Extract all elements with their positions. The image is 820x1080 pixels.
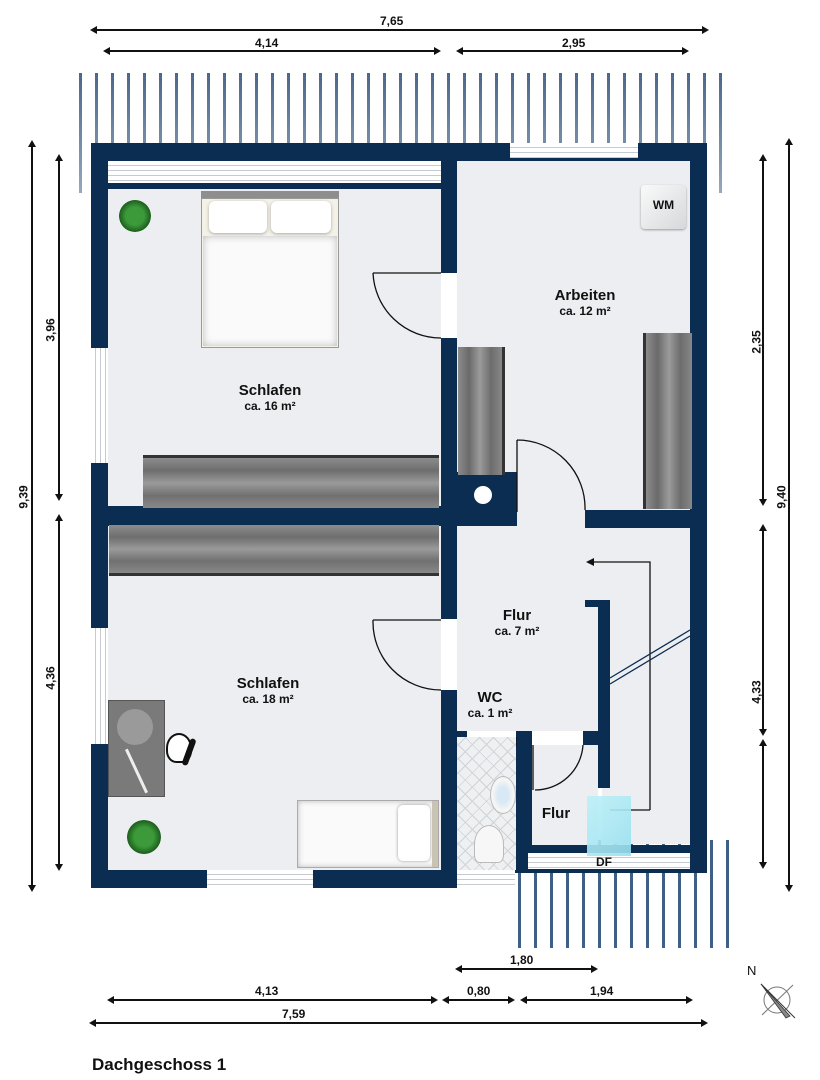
dimension-label: 1,80 [510,953,534,967]
dimension-label: 2,95 [562,36,586,50]
plant-icon [119,200,151,232]
room-area: ca. 7 m² [494,624,540,638]
room-area: ca. 12 m² [559,304,611,318]
washing-machine-label: WM [652,198,675,212]
dimension-label: 1,94 [590,984,614,998]
room-schlafen-16: Schlafen ca. 16 m² [190,382,350,413]
room-flur: Flur ca. 7 m² [437,607,597,638]
double-bed [201,191,339,348]
room-name: Flur [541,805,571,822]
roof-window-label: DF [596,855,612,869]
roof-window [587,796,631,856]
wardrobe [143,455,439,508]
plant-icon [127,820,161,854]
room-area: ca. 16 m² [244,399,296,413]
room-name: Schlafen [236,675,300,692]
floor-title: Dachgeschoss 1 [92,1055,227,1074]
room-name: Flur [502,607,532,624]
dimension-label: 4,13 [255,984,279,998]
single-bed [297,800,439,868]
dimension-label: 7,65 [380,14,404,28]
room-arbeiten: Arbeiten ca. 12 m² [505,287,665,318]
desk [108,700,165,797]
room-area: ca. 18 m² [242,692,294,706]
wardrobe [643,333,692,509]
compass-north-label: N [747,963,757,978]
room-area: ca. 1 m² [467,706,513,720]
dimension-label: 0,80 [467,984,491,998]
toilet [474,825,504,863]
room-schlafen-18: Schlafen ca. 18 m² [188,675,348,706]
room-name: WC [477,689,503,706]
sink [490,776,516,814]
room-flur-small: Flur [526,805,586,822]
room-name: Schlafen [238,382,302,399]
dimension-label: 4,14 [255,36,279,50]
compass-icon [760,983,796,1019]
wardrobe [458,347,505,475]
room-wc: WC ca. 1 m² [430,689,550,720]
chimney-icon [474,486,492,504]
room-name: Arbeiten [554,287,616,304]
washing-machine: WM [641,185,686,229]
dimension-label: 7,59 [282,1007,306,1021]
wardrobe [109,525,439,576]
